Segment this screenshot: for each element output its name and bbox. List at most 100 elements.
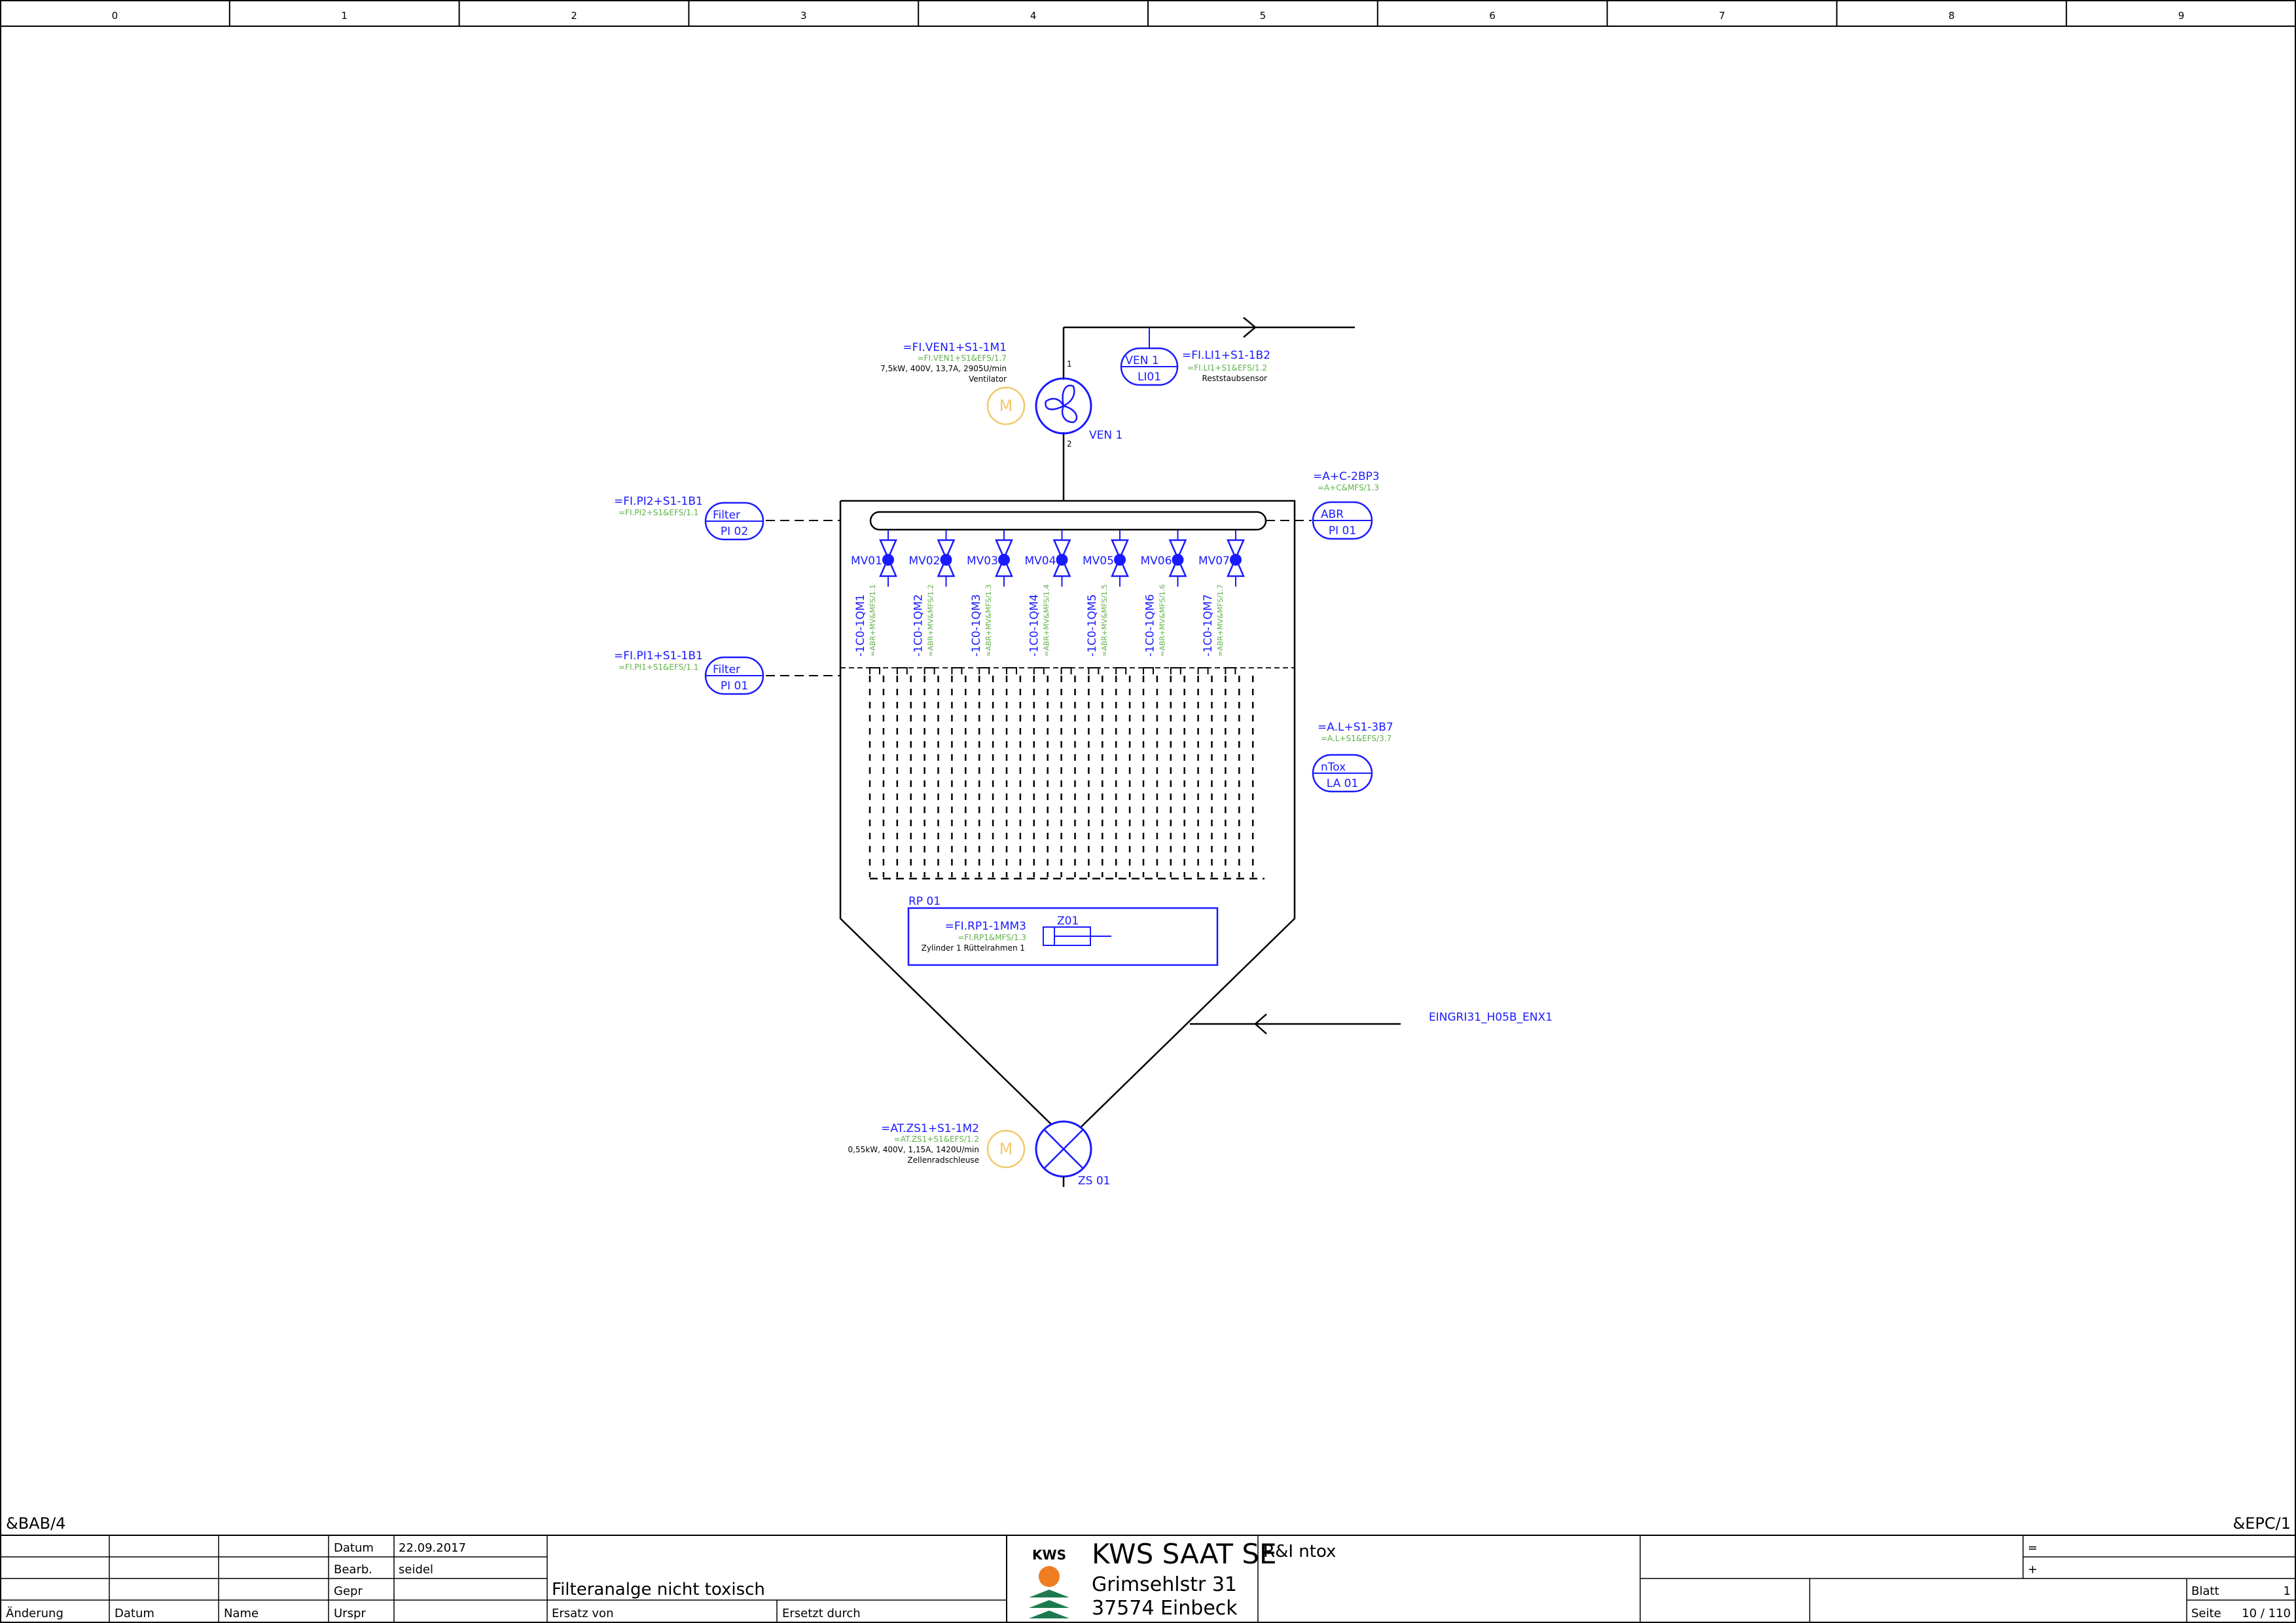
li01-top: VEN 1 [1125, 354, 1158, 367]
fan-desc: Ventilator [969, 374, 1007, 384]
fan-ref: =FI.VEN1+S1&EFS/1.7 [918, 354, 1007, 363]
pi01-tag: =FI.PI1+S1-1B1 [614, 649, 703, 663]
fan-icon [1035, 377, 1092, 435]
title-block [0, 1535, 2296, 1623]
urspr-label: Urspr [334, 1607, 366, 1620]
name-column-label: Name [224, 1607, 259, 1620]
valve-mv05: MV05-1C0-1QM5=ABR+MV&MFS/1.5 [1083, 530, 1129, 657]
seite-value: 10 / 110 [2242, 1607, 2291, 1620]
valve-ref: =ABR+MV&MFS/1.3 [984, 584, 993, 657]
column-label: 2 [571, 10, 577, 22]
filter-bags [869, 667, 1265, 880]
valve-mv07: MV07-1C0-1QM7=ABR+MV&MFS/1.7 [1198, 530, 1245, 657]
datum-column-label: Datum [115, 1607, 154, 1620]
column-label: 9 [2178, 10, 2185, 22]
rotary-valve-zs01: M =AT.ZS1+S1-1M2 =AT.ZS1+S1&EFS/1.2 0,55… [848, 1120, 1110, 1188]
drawing-title: Filteranalge nicht toxisch [552, 1580, 765, 1599]
kws-logo-icon: KWS [1029, 1547, 1069, 1618]
valve-tag: -1C0-1QM2 [912, 594, 925, 657]
valve-ref: =ABR+MV&MFS/1.2 [927, 584, 935, 657]
valve-label: MV04 [1025, 555, 1056, 568]
fan-pin-bottom: 2 [1067, 439, 1072, 448]
valve-tag: -1C0-1QM7 [1202, 594, 1215, 657]
abr-top: ABR [1321, 508, 1344, 521]
valve-ref: =ABR+MV&MFS/1.6 [1158, 584, 1167, 657]
aenderung-label: Änderung [6, 1607, 63, 1620]
location-code: + [2028, 1563, 2037, 1577]
la01-ref: =A.L+S1&EFS/3.7 [1321, 734, 1391, 743]
rotary-desc: Zellenradschleuse [907, 1156, 979, 1165]
column-label: 4 [1030, 10, 1037, 22]
shaker-desc: Zylinder 1 Rüttelrahmen 1 [922, 943, 1025, 953]
blatt-label: Blatt [2191, 1584, 2219, 1598]
svg-text:M: M [999, 1140, 1013, 1158]
pi02-ref: =FI.PI2+S1&EFS/1.1 [619, 508, 698, 517]
pi02-bottom: PI 02 [721, 525, 748, 538]
valve-mv06: MV06-1C0-1QM6=ABR+MV&MFS/1.6 [1141, 530, 1187, 657]
level-sensor-li01: VEN 1 LI01 =FI.LI1+S1-1B2 =FI.LI1+S1&EFS… [1120, 327, 1270, 386]
instrument-la01: nTox LA 01 =A.L+S1-3B7 =A.L+S1&EFS/3.7 [1312, 721, 1393, 793]
fan-assembly: M 1 2 =FI.VEN1+S1-1M1 =FI.VEN1+S1&EFS/1.… [880, 317, 1355, 501]
column-label: 8 [1948, 10, 1955, 22]
la01-top: nTox [1321, 761, 1346, 774]
valve-label: MV01 [851, 555, 882, 568]
shaker-ref: =FI.RP1&MFS/1.3 [958, 933, 1026, 942]
column-label: 6 [1489, 10, 1496, 22]
drawing-name: R&I ntox [1263, 1542, 1336, 1561]
gepr-label: Gepr [334, 1584, 363, 1598]
valve-ref: =ABR+MV&MFS/1.1 [869, 584, 877, 657]
fan-spec: 7,5kW, 400V, 13,7A, 2905U/min [880, 364, 1007, 373]
bearb-label: Bearb. [334, 1563, 372, 1577]
column-label: 1 [341, 10, 348, 22]
motor-icon [986, 386, 1026, 426]
pi02-top: Filter [713, 509, 740, 522]
function-code: = [2028, 1541, 2037, 1555]
li01-tag: =FI.LI1+S1-1B2 [1182, 349, 1270, 362]
valve-mv04: MV04 -1C0-1QM4=ABR+MV&MFS/1.4 [1025, 530, 1071, 657]
valve-tag: -1C0-1QM4 [1028, 594, 1041, 657]
pi01-ref: =FI.PI1+S1&EFS/1.1 [619, 663, 698, 672]
shaker-box-label: RP 01 [908, 895, 941, 908]
rotary-ref: =AT.ZS1+S1&EFS/1.2 [894, 1135, 979, 1144]
column-label: 0 [112, 10, 118, 22]
li01-bottom: LI01 [1138, 371, 1161, 384]
valve-tag: -1C0-1QM3 [970, 594, 983, 657]
rotary-label: ZS 01 [1078, 1175, 1110, 1188]
valve-ref: =ABR+MV&MFS/1.5 [1100, 584, 1109, 657]
valve-ref: =ABR+MV&MFS/1.4 [1043, 584, 1051, 657]
logo-text: KWS [1032, 1547, 1066, 1563]
company-city: 37574 Einbeck [1092, 1597, 1238, 1620]
abr-ref: =A+C&MFS/1.3 [1318, 483, 1379, 492]
shaker-tag: =FI.RP1-1MM3 [945, 920, 1026, 933]
rotary-spec: 0,55kW, 400V, 1,15A, 1420U/min [848, 1145, 979, 1154]
fan-pin-top: 1 [1067, 359, 1072, 369]
company-name: KWS SAAT SE [1092, 1538, 1277, 1570]
valve-mv02: MV02-1C0-1QM2=ABR+MV&MFS/1.2 [909, 530, 956, 657]
blatt-value: 1 [2284, 1584, 2291, 1598]
rotary-tag: =AT.ZS1+S1-1M2 [881, 1122, 979, 1135]
inlet-pipe: EINGRI31_H05B_ENX1 [1190, 1011, 1552, 1034]
valve-label: MV03 [967, 555, 998, 568]
fan-tag: =FI.VEN1+S1-1M1 [903, 341, 1007, 354]
pi02-tag: =FI.PI2+S1-1B1 [614, 495, 703, 508]
shaker-rp01: RP 01 =FI.RP1-1MM3 =FI.RP1&MFS/1.3 Zylin… [907, 895, 1219, 966]
valve-tag: -1C0-1QM5 [1086, 594, 1099, 657]
column-label: 5 [1260, 10, 1266, 22]
fan-label: VEN 1 [1089, 429, 1122, 442]
la01-bottom: LA 01 [1327, 777, 1359, 790]
column-label: 7 [1719, 10, 1725, 22]
cross-ref-right: &EPC/1 [2233, 1514, 2291, 1533]
instrument-pi02: Filter PI 02 =FI.PI2+S1-1B1 =FI.PI2+S1&E… [614, 495, 840, 541]
valve-ref: =ABR+MV&MFS/1.7 [1216, 584, 1225, 657]
la01-tag: =A.L+S1-3B7 [1318, 721, 1393, 734]
bearb-value: seidel [399, 1563, 433, 1577]
valve-mv01: MV01-1C0-1QM1=ABR+MV&MFS/1.1 [851, 530, 897, 657]
valve-tag: -1C0-1QM6 [1144, 594, 1157, 657]
title-block-text: Datum 22.09.2017 Bearb. seidel Gepr Ände… [6, 1538, 2291, 1620]
inlet-arrow-icon [1254, 1013, 1267, 1034]
valve-row: MV01-1C0-1QM1=ABR+MV&MFS/1.1 MV02-1C0-1QM… [851, 530, 1245, 657]
filter-housing [839, 500, 1296, 1129]
li01-desc: Reststaubsensor [1202, 374, 1268, 383]
